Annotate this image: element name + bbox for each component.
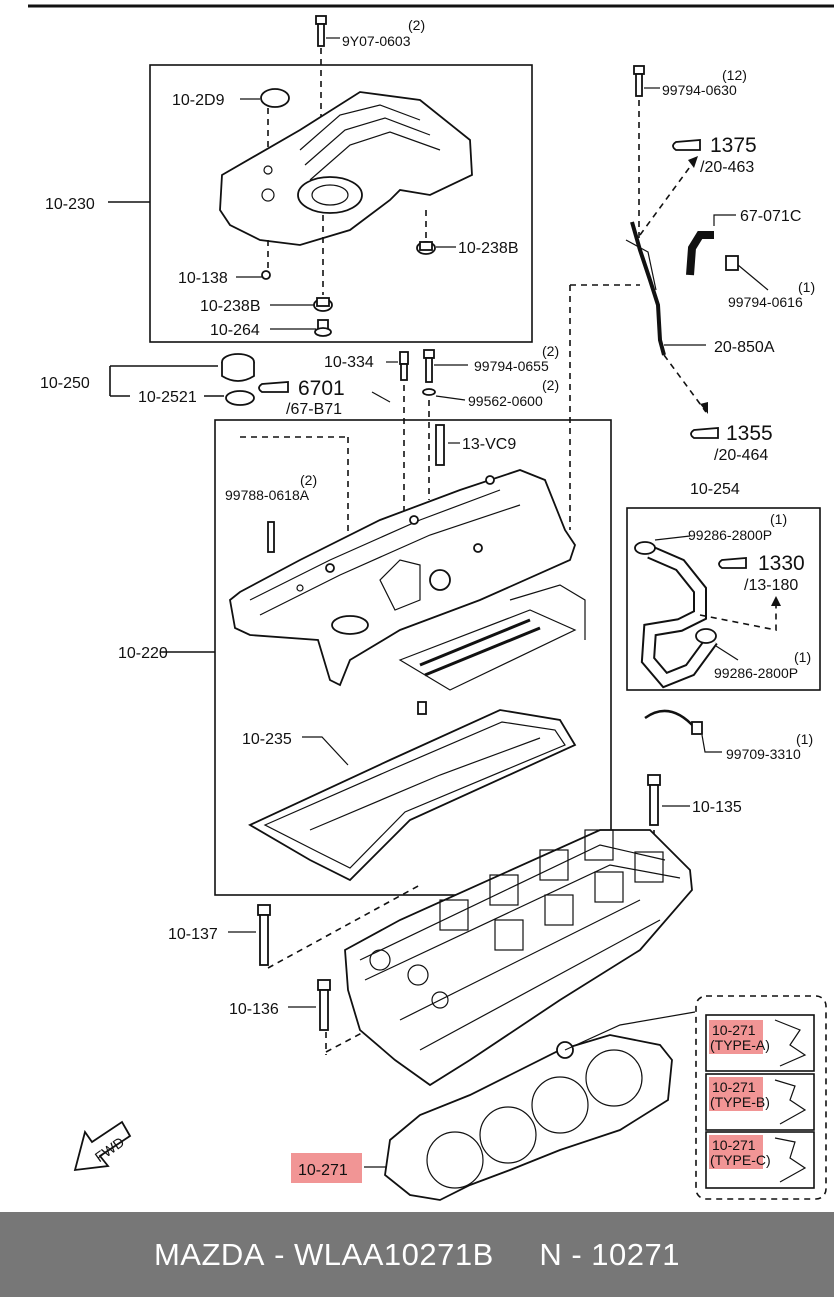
footer-part-number: WLAA10271B xyxy=(294,1236,494,1272)
seal-10-2521-icon xyxy=(225,390,255,406)
label-type-c: (TYPE-C) xyxy=(710,1152,771,1168)
bolt-10-137-icon xyxy=(257,904,271,966)
label-99286-b: 99286-2800P xyxy=(714,665,798,681)
label-99794-0630-qty: (12) xyxy=(722,67,747,83)
gasket-strip-icon xyxy=(398,609,577,691)
grommet-icon xyxy=(261,270,271,280)
type-outline-icon xyxy=(774,1019,807,1183)
label-99794-0616: 99794-0616 xyxy=(728,294,803,310)
seal-10-250-icon xyxy=(221,353,255,382)
bolt-small-icon xyxy=(417,701,427,715)
clamp-99709-icon xyxy=(644,709,703,735)
footer-separator: - xyxy=(264,1236,295,1272)
label-99286-b-qty: (1) xyxy=(794,649,811,665)
spacer-10-264-icon xyxy=(314,319,332,337)
bolt-10-136-icon xyxy=(317,979,331,1031)
label-10-136: 10-136 xyxy=(229,1001,279,1018)
oil-cap-seal-icon xyxy=(260,88,290,108)
label-99788-qty: (2) xyxy=(300,472,317,488)
stud-13-vc9-icon xyxy=(435,424,445,466)
hose-10-254-icon xyxy=(640,545,718,689)
label-10-250: 10-250 xyxy=(40,375,90,392)
part-number-footer: MAZDA - WLAA10271B N - 10271 xyxy=(0,1212,834,1297)
label-10-334: 10-334 xyxy=(324,354,374,371)
label-99286-a-qty: (1) xyxy=(770,511,787,527)
label-type-b-number: 10-271 xyxy=(712,1079,756,1095)
label-type-a: (TYPE-A) xyxy=(710,1037,770,1053)
grommet-10-238b-lower-icon xyxy=(313,297,333,312)
label-13-vc9: 13-VC9 xyxy=(462,436,516,453)
cylinder-head-icon xyxy=(344,829,693,1087)
label-10-2d9: 10-2D9 xyxy=(172,92,225,109)
stud-99788-icon xyxy=(267,521,275,553)
label-10-135: 10-135 xyxy=(692,799,742,816)
label-10-235: 10-235 xyxy=(242,731,292,748)
footer-ref-number: N - 10271 xyxy=(539,1236,680,1272)
label-10-220: 10-220 xyxy=(118,645,168,662)
breather-pipe-icon xyxy=(625,221,666,356)
label-99794-0616-qty: (1) xyxy=(798,279,815,295)
label-99794-0655-qty: (2) xyxy=(542,343,559,359)
hose-67-071c-icon xyxy=(686,231,739,276)
label-99794-0655: 99794-0655 xyxy=(474,358,549,374)
footer-gap xyxy=(494,1237,540,1273)
label-ref-1375: 1375 xyxy=(710,134,757,157)
label-10-264: 10-264 xyxy=(210,322,260,339)
label-ref-13-180: /13-180 xyxy=(744,577,798,594)
head-cover-gasket-10-235-icon xyxy=(248,709,577,882)
label-99562-0600-qty: (2) xyxy=(542,377,559,393)
label-type-b: (TYPE-B) xyxy=(710,1094,770,1110)
cover-bolt-icon xyxy=(315,15,327,47)
label-99788-0618a: 99788-0618A xyxy=(225,487,310,503)
bolt-99794-0655-icon xyxy=(423,349,435,383)
label-10-138: 10-138 xyxy=(178,270,228,287)
label-99286-a: 99286-2800P xyxy=(688,527,772,543)
label-ref-20-464: /20-464 xyxy=(714,447,768,464)
label-10-254: 10-254 xyxy=(690,481,740,498)
engine-cover-icon xyxy=(219,91,473,246)
washer-99562-icon xyxy=(422,388,436,396)
label-ref-1355: 1355 xyxy=(726,422,773,445)
engine-cover-group-box xyxy=(149,64,533,343)
gasket-types-box xyxy=(695,995,827,1200)
bolt-99794-0630-icon xyxy=(633,65,645,97)
footer-brand: MAZDA xyxy=(153,1236,265,1272)
label-10-238b-upper: 10-238B xyxy=(458,240,519,257)
label-9y07-qty: (2) xyxy=(408,17,425,33)
label-10-230: 10-230 xyxy=(45,196,95,213)
cylinder-head-cover-icon xyxy=(229,469,576,687)
reference-hand-icon xyxy=(258,139,747,569)
label-type-a-number: 10-271 xyxy=(712,1022,756,1038)
label-67-071c: 67-071C xyxy=(740,208,801,225)
label-99794-0630: 99794-0630 xyxy=(662,82,737,98)
label-10-137: 10-137 xyxy=(168,926,218,943)
label-10-238b-lower: 10-238B xyxy=(200,298,261,315)
head-cover-group-box xyxy=(214,419,612,896)
label-20-850a: 20-850A xyxy=(714,339,775,356)
grommet-10-238b-icon xyxy=(416,241,436,255)
clamp-99286-icon xyxy=(634,541,717,644)
stud-10-334-icon xyxy=(399,351,409,381)
label-99709-qty: (1) xyxy=(796,731,813,747)
label-10-271-main: 10-271 xyxy=(298,1162,348,1179)
bolt-10-135-icon xyxy=(647,774,661,826)
label-99562-0600: 99562-0600 xyxy=(468,393,543,409)
label-99709-3310: 99709-3310 xyxy=(726,746,801,762)
label-type-c-number: 10-271 xyxy=(712,1137,756,1153)
label-ref-1330: 1330 xyxy=(758,552,805,575)
parts-diagram: (2) 9Y07-0603 10-2D9 10-230 10-238B 10-1… xyxy=(28,4,834,1201)
label-ref-6701: 6701 xyxy=(298,377,345,400)
label-ref-67-b71: /67-B71 xyxy=(286,401,342,418)
hose-group-box xyxy=(626,507,821,691)
label-ref-20-463: /20-463 xyxy=(700,159,754,176)
forward-arrow-icon xyxy=(73,1120,132,1172)
label-10-2521: 10-2521 xyxy=(138,389,197,406)
cylinder-head-gasket-icon xyxy=(384,1034,673,1201)
label-9y07: 9Y07-0603 xyxy=(342,33,411,49)
